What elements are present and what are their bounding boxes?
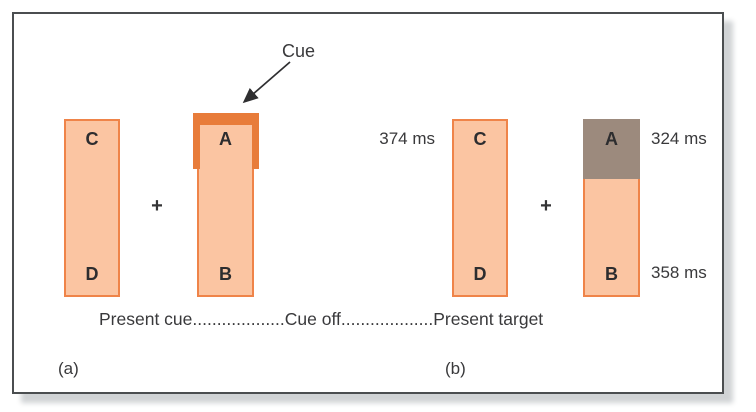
panel-a-right-rect: A B bbox=[197, 119, 254, 297]
cue-arrow-icon bbox=[242, 61, 291, 104]
panel-a-label: (a) bbox=[58, 359, 79, 378]
panel-a-letter-c: C bbox=[85, 129, 99, 149]
figure-frame: Cue C D + A B 374 ms C D + bbox=[12, 12, 724, 394]
panel-b-right-rect: A B bbox=[583, 119, 640, 297]
panel-a-letter-b: B bbox=[219, 264, 232, 284]
panel-b-left-rect: C D bbox=[452, 119, 508, 297]
panel-b-label: (b) bbox=[445, 359, 466, 378]
rt-label-b: 358 ms bbox=[651, 263, 707, 282]
rt-label-c: 374 ms bbox=[379, 129, 435, 148]
panel-a-letter-a: A bbox=[219, 129, 232, 149]
panel-b-letter-d: D bbox=[473, 264, 487, 284]
cue-annotation-label: Cue bbox=[282, 41, 316, 61]
panel-a-letter-d: D bbox=[85, 264, 99, 284]
rt-label-a: 324 ms bbox=[651, 129, 707, 148]
panel-b-letter-b: B bbox=[605, 264, 618, 284]
panel-a-left-rect: C D bbox=[64, 119, 120, 297]
panel-b-fixation-cross: + bbox=[540, 195, 552, 217]
target-highlight-overlay bbox=[583, 119, 640, 179]
cue-bracket bbox=[193, 113, 259, 169]
panel-a-fixation-cross: + bbox=[151, 195, 163, 217]
panel-b-letter-a: A bbox=[605, 129, 618, 149]
timeline-caption: Present cue...................Cue off...… bbox=[99, 309, 544, 329]
panel-b-letter-c: C bbox=[473, 129, 487, 149]
